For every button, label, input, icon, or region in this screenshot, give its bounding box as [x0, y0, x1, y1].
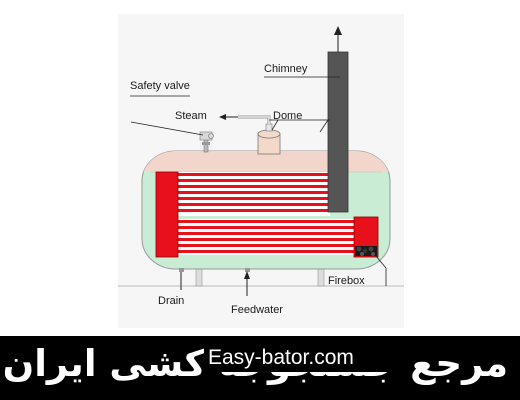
feedwater-arrowhead: [244, 271, 250, 279]
fire-tube-boiler-diagram: Chimney Safety valve Steam Dome Firebox …: [118, 26, 404, 316]
watermark-background: [204, 346, 396, 372]
footer-banner: مرجع جستجوجه کشی ایران Easy-bator.com: [0, 336, 520, 400]
chimney-exhaust-arrowhead: [334, 26, 342, 35]
firebox-coal: [355, 246, 377, 256]
steam-arrowhead: [219, 114, 226, 120]
firebox-leader: [375, 255, 387, 286]
upper-fire-tubes: [176, 172, 330, 216]
feedwater-port: [245, 268, 250, 272]
safety-valve-label: Safety valve: [130, 80, 190, 92]
dome-leader: [271, 119, 279, 131]
drain-label: Drain: [158, 295, 184, 307]
firebox-label: Firebox: [328, 275, 365, 287]
dome-label: Dome: [273, 110, 302, 122]
watermark-text: Easy-bator.com: [208, 346, 354, 369]
feedwater-label: Feedwater: [231, 304, 283, 316]
drain-port: [179, 268, 184, 272]
steam-dome: [257, 123, 281, 155]
chimney: [327, 51, 349, 213]
lower-fire-tubes: [176, 219, 354, 255]
steam-label: Steam: [175, 110, 207, 122]
safety-valve: [199, 131, 214, 153]
chimney-label: Chimney: [264, 63, 308, 75]
front-smokebox: [155, 171, 179, 258]
safety-valve-leader: [130, 121, 204, 136]
dome-to-chimney-leader: [319, 119, 329, 133]
